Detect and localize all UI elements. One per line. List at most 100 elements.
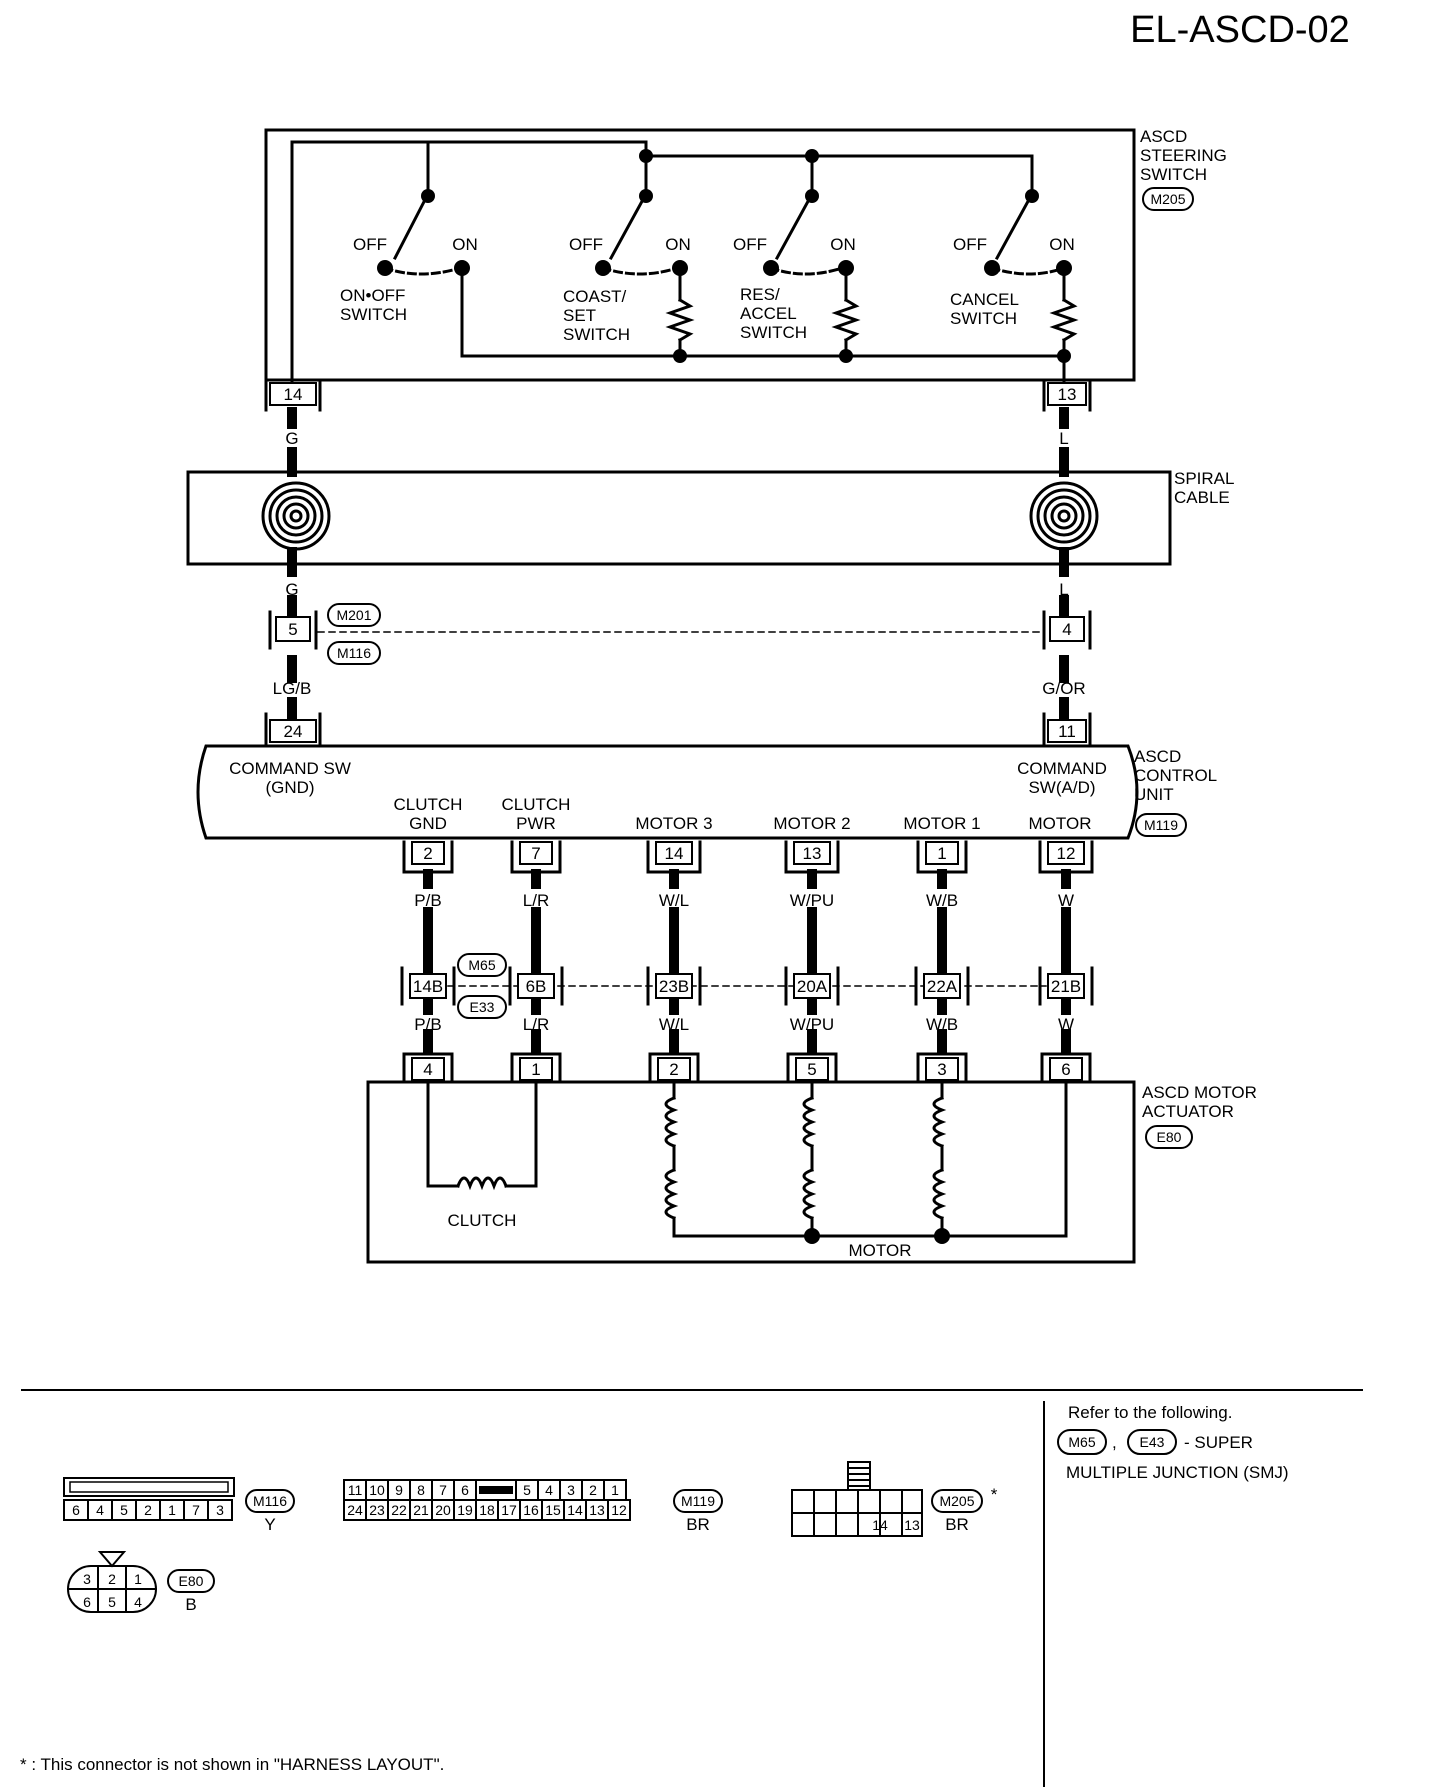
m65-ref-badge: M65: [1057, 1429, 1107, 1455]
connector-pin-number: 1: [611, 1482, 619, 1498]
svg-text:E33: E33: [470, 999, 495, 1015]
clutch-label: CLUTCH: [448, 1211, 517, 1230]
wires-lower: [423, 869, 1071, 1053]
joint-pin-4: 4: [1042, 610, 1092, 650]
steering-switch-title-3: SWITCH: [1140, 165, 1207, 184]
connector-view-m205: [791, 1461, 923, 1537]
svg-text:6: 6: [1061, 1060, 1070, 1079]
spiral-cable-title-2: CABLE: [1174, 488, 1230, 507]
steering-switch-title-2: STEERING: [1140, 146, 1227, 165]
motor1-label: MOTOR 1: [903, 814, 980, 833]
svg-text:M205: M205: [939, 1493, 974, 1509]
switch-2-off: OFF: [569, 235, 603, 254]
coast-set-label-2: SET: [563, 306, 596, 325]
wire-w-2: W: [1058, 1015, 1074, 1034]
connector-pin-number: 19: [457, 1502, 473, 1518]
connector-pin-number: 16: [523, 1502, 539, 1518]
switch-1-on: ON: [452, 235, 478, 254]
wire-lr-1: L/R: [523, 891, 549, 910]
m205-badge-view: M205: [931, 1489, 983, 1513]
command-sw-ad-2: SW(A/D): [1028, 778, 1095, 797]
smj-pin-23b: 23B: [646, 966, 702, 1006]
svg-text:2: 2: [669, 1060, 678, 1079]
connector-pin-number: 11: [348, 1482, 363, 1498]
cu-pin-11: 11: [1042, 712, 1092, 746]
coast-set-label-3: SWITCH: [563, 325, 630, 344]
command-sw-gnd-1: COMMAND SW: [229, 759, 351, 778]
wire-wl-2: W/L: [659, 1015, 689, 1034]
pin-box-14: 14: [264, 381, 322, 412]
res-accel-label-3: SWITCH: [740, 323, 807, 342]
motor-actuator-title-1: ASCD MOTOR: [1142, 1083, 1257, 1102]
connector-pin-number: 12: [611, 1502, 627, 1518]
svg-text:14: 14: [284, 385, 303, 404]
svg-text:14: 14: [665, 844, 684, 863]
svg-text:7: 7: [531, 844, 540, 863]
svg-text:12: 12: [1057, 844, 1076, 863]
svg-text:22A: 22A: [927, 977, 958, 996]
switch-4-off: OFF: [953, 235, 987, 254]
svg-text:13: 13: [1058, 385, 1077, 404]
svg-text:11: 11: [1058, 722, 1076, 741]
m65-badge: M65: [457, 953, 507, 977]
svg-text:2: 2: [108, 1571, 116, 1587]
clutch-gnd-label-2: GND: [409, 814, 447, 833]
connector-pin-number: 3: [216, 1502, 224, 1518]
smj-pin-6b: 6B: [508, 966, 564, 1006]
e80-badge-view: E80: [167, 1569, 215, 1593]
motor2-label: MOTOR 2: [773, 814, 850, 833]
switch-1-off: OFF: [353, 235, 387, 254]
connector-pin-number: 22: [391, 1502, 407, 1518]
smj-pin-21b: 21B: [1038, 966, 1094, 1006]
svg-text:4: 4: [1062, 620, 1071, 639]
m119-badge: M119: [1135, 813, 1187, 837]
switch-3-off: OFF: [733, 235, 767, 254]
reference-line-3: MULTIPLE JUNCTION (SMJ): [1066, 1463, 1289, 1482]
m116-badge-view: M116: [245, 1489, 295, 1513]
svg-text:M201: M201: [336, 607, 371, 623]
e80-color: B: [185, 1595, 196, 1614]
m119-color: BR: [686, 1515, 710, 1534]
connector-pin-number: 7: [192, 1502, 200, 1518]
steering-switch-title-1: ASCD: [1140, 127, 1187, 146]
connector-pin-number: 8: [417, 1482, 425, 1498]
steering-switch-dots: [377, 149, 1072, 363]
svg-text:24: 24: [284, 722, 303, 741]
svg-text:6: 6: [83, 1594, 91, 1610]
clutch-pwr-label-2: PWR: [516, 814, 556, 833]
cancel-label-1: CANCEL: [950, 290, 1019, 309]
connector-pin-number: 24: [347, 1502, 363, 1518]
svg-text:M205: M205: [1150, 191, 1185, 207]
smj-pin-20a: 20A: [784, 966, 840, 1006]
svg-text:2: 2: [423, 844, 432, 863]
wire-pb-2: P/B: [414, 1015, 441, 1034]
switch-4-on: ON: [1049, 235, 1075, 254]
act-pin-5: 5: [786, 1052, 838, 1084]
wire-pb-1: P/B: [414, 891, 441, 910]
m201-badge: M201: [327, 603, 381, 627]
wire-l-2: L: [1059, 580, 1068, 599]
svg-text:4: 4: [134, 1594, 142, 1610]
connector-view-e80: [67, 1551, 157, 1613]
motor-label: MOTOR: [1029, 814, 1092, 833]
control-unit-box: [196, 744, 1139, 840]
motor-actuator-title-2: ACTUATOR: [1142, 1102, 1234, 1121]
svg-text:5: 5: [288, 620, 297, 639]
clutch-pwr-label-1: CLUTCH: [502, 795, 571, 814]
connector-pin-cell: [207, 1499, 233, 1521]
act-pin-2: 2: [648, 1052, 700, 1084]
motor3-label: MOTOR 3: [635, 814, 712, 833]
spiral-cable-title-1: SPIRAL: [1174, 469, 1234, 488]
wire-g-1: G: [285, 429, 298, 448]
svg-text:1: 1: [531, 1060, 540, 1079]
wire-wl-1: W/L: [659, 891, 689, 910]
svg-text:M116: M116: [337, 645, 371, 661]
connector-pin-number: 1: [168, 1502, 176, 1518]
connector-pin-number: 18: [479, 1502, 495, 1518]
svg-text:20A: 20A: [797, 977, 828, 996]
reference-line-2: - SUPER: [1184, 1433, 1253, 1452]
smj-pin-14b: 14B: [400, 966, 456, 1006]
wire-wpu-1: W/PU: [790, 891, 834, 910]
